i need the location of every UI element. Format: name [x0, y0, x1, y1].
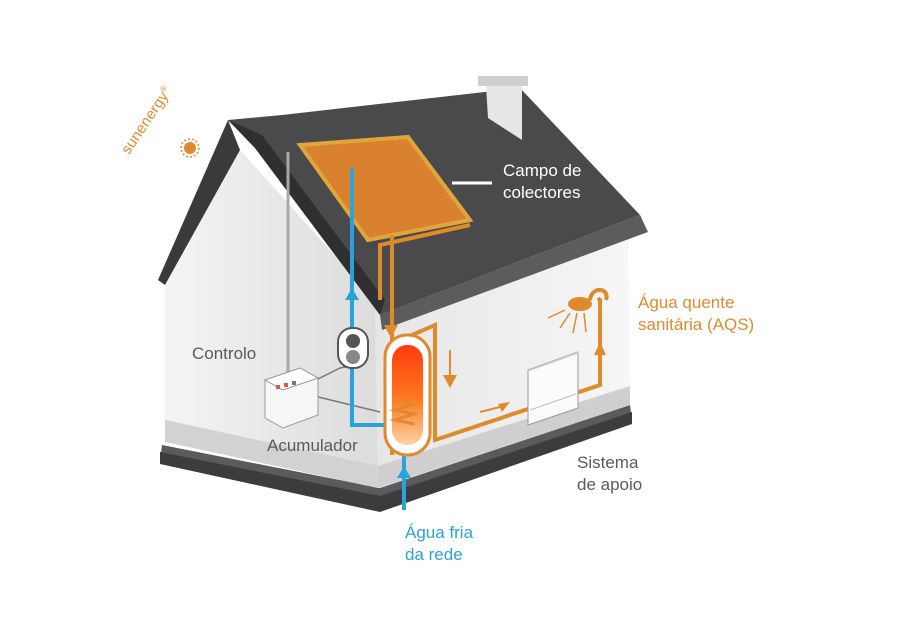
house-base — [160, 405, 632, 512]
arrow-up-icon — [397, 466, 411, 478]
arrow-up-icon — [345, 288, 359, 300]
controller-box — [263, 367, 320, 429]
hot-water-label: Água quente sanitária (AQS) — [638, 292, 754, 336]
collectors-label: Campo de colectores — [503, 160, 581, 204]
backup-label-line-1: Sistema — [577, 453, 639, 472]
gear-icon — [346, 350, 360, 364]
cold-water-label-line-2: da rede — [405, 545, 463, 564]
collectors-label-line-2: colectores — [503, 183, 581, 202]
backup-system-label: Sistema de apoio — [577, 452, 642, 496]
arrow-down-icon — [443, 375, 457, 388]
backup-boiler — [527, 351, 580, 426]
accumulator-label-text: Acumulador — [267, 436, 358, 455]
gear-icon — [346, 334, 360, 348]
house-left-wall — [165, 150, 378, 488]
circulation-pump — [337, 327, 369, 369]
hot-water-label-line-1: Água quente — [638, 293, 735, 312]
shower-icon — [547, 287, 609, 334]
sun-logo-icon — [180, 138, 200, 158]
arrow-up-icon — [594, 342, 606, 355]
cold-water-label-line-1: Água fria — [405, 523, 474, 542]
collectors-label-line-1: Campo de — [503, 161, 582, 180]
chimney — [478, 76, 528, 140]
solar-collector-panel — [296, 134, 474, 243]
control-cable-3 — [309, 394, 381, 413]
control-label: Controlo — [192, 343, 256, 365]
arrow-down-icon — [384, 325, 398, 338]
accumulator-tank — [383, 333, 432, 457]
hot-water-label-line-2: sanitária (AQS) — [638, 315, 755, 334]
accumulator-label: Acumulador — [267, 435, 358, 457]
cold-water-label: Água fria da rede — [405, 522, 473, 566]
cold-water-pipe — [345, 168, 411, 510]
backup-label-line-2: de apoio — [577, 475, 643, 494]
heat-exchanger-coil — [389, 398, 420, 426]
control-label-text: Controlo — [192, 344, 257, 363]
